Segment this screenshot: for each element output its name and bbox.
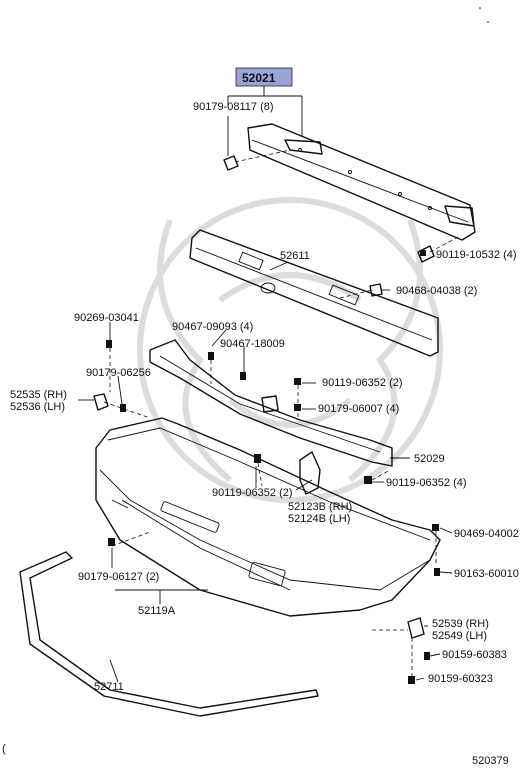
fasteners — [106, 340, 440, 684]
energy-absorber[interactable] — [189, 229, 439, 357]
label-52021[interactable]: 52021 — [242, 71, 276, 85]
label-90468-04038[interactable]: 90468-04038 (2) — [396, 285, 477, 297]
label-52535[interactable]: 52535 (RH) — [10, 389, 67, 401]
diagram-number: 520379 — [472, 755, 509, 767]
label-90179-06256[interactable]: 90179-06256 — [86, 367, 151, 379]
label-52539[interactable]: 52539 (RH) — [432, 618, 489, 630]
specks — [479, 7, 489, 23]
bumper-moulding[interactable] — [19, 551, 319, 717]
bumper-support[interactable] — [299, 451, 321, 495]
reinforcement-screw — [223, 149, 291, 171]
label-52123B[interactable]: 52123B (RH) — [288, 501, 352, 513]
label-90179-06127[interactable]: 90179-06127 (2) — [78, 571, 159, 583]
label-90119-06352-c[interactable]: 90119-06352 (4) — [386, 477, 467, 489]
label-52611[interactable]: 52611 — [280, 250, 310, 262]
leader-lines — [78, 86, 453, 683]
watermark-logo — [137, 197, 443, 503]
bumper-retainer[interactable] — [149, 339, 393, 467]
label-52124B[interactable]: 52124B (LH) — [288, 513, 350, 525]
label-52119A[interactable]: 52119A — [138, 605, 176, 617]
label-90119-10532[interactable]: 90119-10532 (4) — [436, 249, 517, 261]
label-52711[interactable]: 52711 — [94, 681, 124, 693]
label-90159-60323[interactable]: 90159-60323 — [428, 673, 493, 685]
label-90119-06352-b[interactable]: 90119-06352 (2) — [212, 487, 293, 499]
absorber-clip — [339, 283, 383, 299]
side-bracket[interactable] — [372, 617, 425, 639]
label-90469-04002[interactable]: 90469-04002 — [454, 528, 519, 540]
bumper-reinforcement[interactable] — [247, 123, 476, 241]
label-52549[interactable]: 52549 (LH) — [432, 630, 487, 642]
label-90163-60010[interactable]: 90163-60010 — [454, 568, 519, 580]
reinforcement-bolt — [417, 235, 461, 263]
part-labels: 52021 90179-08117 (8) 90119-10532 (4) 52… — [2, 71, 519, 767]
label-90179-06007[interactable]: 90179-06007 (4) — [318, 403, 399, 415]
label-90467-09093[interactable]: 90467-09093 (4) — [172, 321, 253, 333]
label-52029[interactable]: 52029 — [414, 453, 445, 465]
side-retainer[interactable] — [93, 393, 151, 419]
label-90159-60383[interactable]: 90159-60383 — [442, 649, 507, 661]
label-90269-03041[interactable]: 90269-03041 — [74, 312, 139, 324]
label-90467-18009[interactable]: 90467-18009 — [220, 338, 285, 350]
bumper-cover[interactable] — [95, 417, 441, 617]
label-90179-08117[interactable]: 90179-08117 (8) — [193, 101, 274, 113]
highlight-box — [235, 67, 293, 87]
label-52536[interactable]: 52536 (LH) — [10, 401, 65, 413]
corner-mark: ( — [2, 743, 6, 755]
label-90119-06352-a[interactable]: 90119-06352 (2) — [322, 377, 403, 389]
